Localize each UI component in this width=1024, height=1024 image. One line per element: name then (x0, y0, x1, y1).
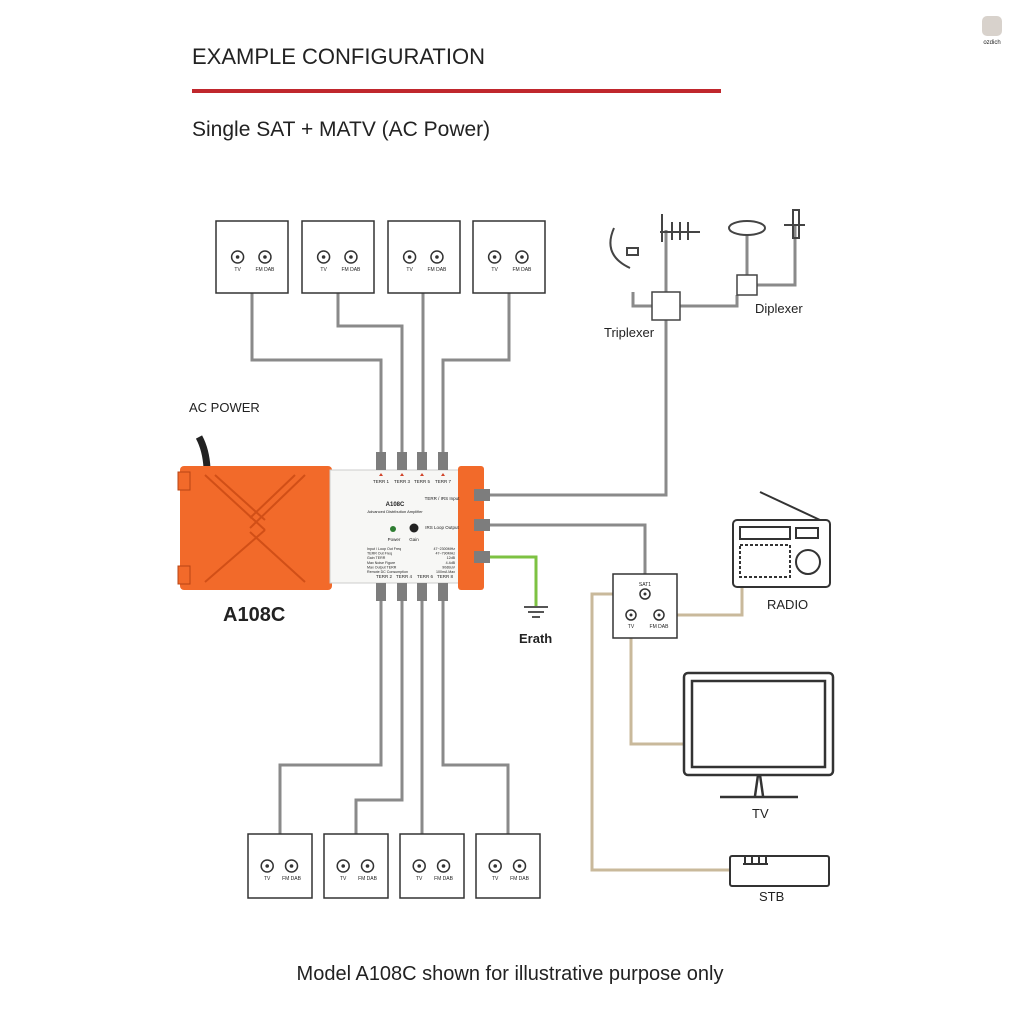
port-terr-7: TERR 7 (435, 479, 452, 484)
radio-label: RADIO (767, 597, 808, 612)
antennas (609, 209, 805, 269)
fm-dab-socket-label: FM DAB (428, 267, 448, 273)
tv-socket-label: TV (406, 267, 413, 273)
port-terr-6: TERR 6 (417, 574, 434, 579)
wall-plate: TV FM DAB (399, 833, 465, 899)
stb-label: STB (759, 889, 784, 904)
fm-dab-socket-label: FM DAB (358, 876, 378, 882)
tv-socket-label: TV (234, 267, 241, 273)
dab-antenna-icon (784, 209, 805, 239)
svg-text:TV: TV (628, 624, 635, 630)
spec-name: Remote DC Consumption (367, 570, 408, 574)
wall-plate: TV FM DAB (323, 833, 389, 899)
spec-name: Gain TERR (367, 556, 386, 560)
port-terr-4: TERR 4 (396, 574, 413, 579)
wall-plate: TV FM DAB (475, 833, 541, 899)
port-terr-1: TERR 1 (373, 479, 390, 484)
tv-socket-label: TV (320, 267, 327, 273)
tv-socket-label: TV (491, 267, 498, 273)
port-terr-5: TERR 5 (414, 479, 431, 484)
title-divider (192, 89, 721, 93)
panel-subtitle: Advanced Distribution Amplifier (367, 509, 423, 514)
triplexer-label: Triplexer (604, 325, 655, 340)
spec-value: 90dBuV (442, 565, 455, 569)
svg-text:ozdich: ozdich (983, 40, 1000, 46)
spec-name: Max Output TERR (367, 565, 397, 569)
wall-plate: TV FM DAB (301, 220, 375, 294)
spec-name: TERR Out Freq (367, 552, 392, 556)
input-label: TERR / IRS Input (425, 496, 461, 501)
wall-plate: TV FM DAB (387, 220, 461, 294)
earth-label: Erath (519, 631, 552, 646)
diplexer-box (736, 274, 758, 296)
sat-cables (590, 587, 744, 872)
page-title: EXAMPLE CONFIGURATION (192, 44, 485, 69)
loop-output-label: IRS Loop Output (425, 525, 459, 530)
fm-dab-socket-label: FM DAB (434, 876, 454, 882)
footer-caption: Model A108C shown for illustrative purpo… (297, 963, 724, 985)
port-terr-8: TERR 8 (437, 574, 454, 579)
fm-loop-antenna-icon (728, 220, 766, 236)
svg-text:FM DAB: FM DAB (650, 624, 670, 630)
brand-logo: ozdich (982, 16, 1002, 46)
amplifier: TERR 1 TERR 3 TERR 5 TERR 7 TERR 2 TERR … (177, 452, 490, 601)
set-top-box-icon (729, 855, 830, 887)
wall-plate: TV FM DAB (247, 833, 313, 899)
fm-dab-socket-label: FM DAB (342, 267, 362, 273)
tv-socket-label: TV (264, 876, 271, 882)
gain-knob[interactable] (409, 523, 419, 533)
spec-name: Input / Loop Out Freq (367, 547, 401, 551)
tv-socket-label: TV (416, 876, 423, 882)
tv-socket-label: TV (492, 876, 499, 882)
wall-plate: TV FM DAB (215, 220, 289, 294)
spec-value: 4.4dB (446, 561, 456, 565)
ac-power-label: AC POWER (189, 400, 260, 415)
amplifier-model-label: A108C (223, 604, 285, 626)
page-subtitle: Single SAT + MATV (AC Power) (192, 118, 490, 141)
svg-text:SAT1: SAT1 (639, 582, 651, 588)
fm-dab-socket-label: FM DAB (256, 267, 276, 273)
diplexer-label: Diplexer (755, 301, 803, 316)
coax-cables (250, 225, 797, 834)
port-terr-3: TERR 3 (394, 479, 411, 484)
tv-label: TV (752, 806, 769, 821)
port-terr-2: TERR 2 (376, 574, 393, 579)
gain-knob-label: Gain (409, 537, 419, 542)
sat-wall-plate: SAT1 TV FM DAB (612, 573, 678, 639)
tv-icon (682, 671, 835, 799)
spec-value: 47~790MHz (436, 552, 456, 556)
spec-value: 47~2300MHz (434, 547, 456, 551)
yagi-antenna-icon (660, 214, 700, 242)
triplexer-box (651, 291, 681, 321)
satellite-dish-icon (609, 227, 631, 269)
power-cord (195, 435, 211, 469)
radio-icon (732, 491, 831, 588)
panel-model: A108C (386, 502, 405, 508)
fm-dab-socket-label: FM DAB (282, 876, 302, 882)
spec-value: 100mA Max (436, 570, 455, 574)
earth-ground (490, 555, 548, 618)
tv-socket-label: TV (340, 876, 347, 882)
power-led-label: Power (388, 537, 401, 542)
spec-value: 12dB (447, 556, 456, 560)
fm-dab-socket-label: FM DAB (510, 876, 530, 882)
power-led (390, 526, 396, 532)
wall-plate: TV FM DAB (472, 220, 546, 294)
spec-name: Max Noise Figure (367, 561, 395, 565)
fm-dab-socket-label: FM DAB (513, 267, 533, 273)
